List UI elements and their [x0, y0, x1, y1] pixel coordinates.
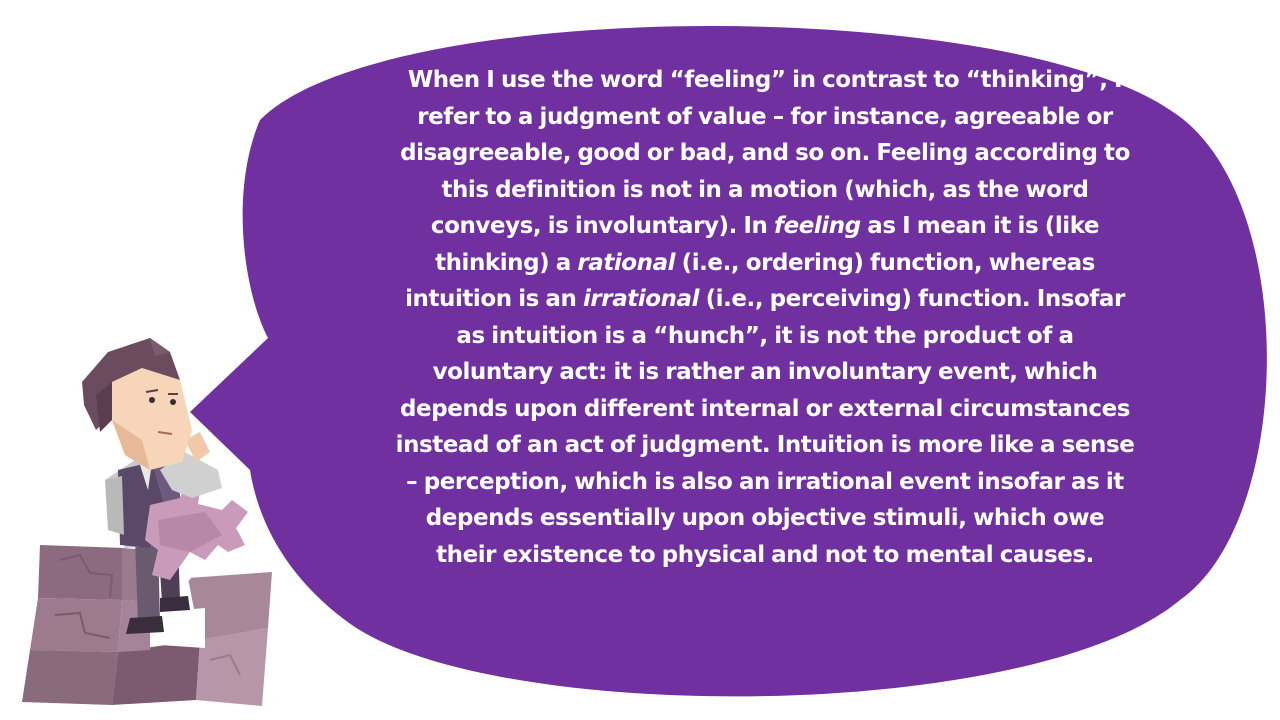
speech-bubble-shape [190, 26, 1267, 697]
quote-part-2: as I mean it is (like thinking) a [435, 213, 1100, 276]
quote-emphasis-irrational: irrational [582, 286, 700, 312]
quote-part-1: When I use the word “feeling” in contras… [400, 67, 1130, 239]
quote-emphasis-feeling: feeling [774, 213, 861, 239]
quote-part-4: (i.e., perceiving) function. Insofar as … [395, 286, 1135, 568]
held-puzzle-piece [145, 485, 248, 580]
quote-emphasis-rational: rational [577, 249, 676, 276]
man-head [82, 338, 192, 470]
quote-part-3: (i.e., ordering) function, whereas intui… [405, 249, 1095, 313]
quote-text: When I use the word “feeling” in contras… [395, 62, 1135, 573]
